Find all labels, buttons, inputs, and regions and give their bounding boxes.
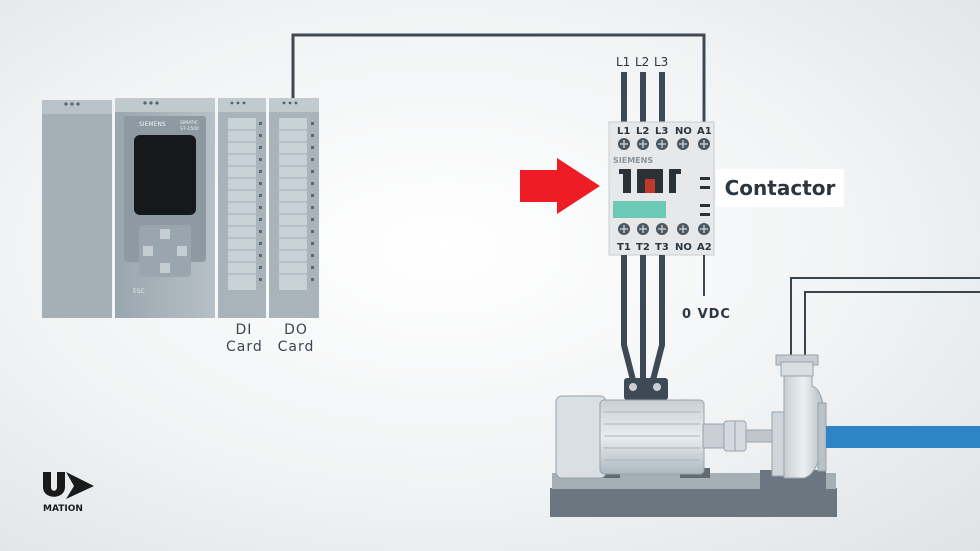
control-wire (291, 33, 706, 122)
red-arrow-icon (520, 158, 600, 214)
zero-vdc-label: 0 VDC (682, 307, 731, 322)
terminal-t1: T1 (617, 242, 631, 253)
contactor-label: Contactor (724, 176, 836, 200)
plc-model-line1: SIMATIC (180, 120, 198, 126)
supply-label-l1: L1 (616, 55, 630, 69)
terminal-no-top: NO (675, 126, 692, 137)
do-card-module (269, 98, 319, 318)
terminal-a1: A1 (697, 126, 712, 137)
plc-cpu: ESC SIEMENS SIMATIC S7-1500 (42, 98, 215, 318)
di-card-label-line2: Card (226, 339, 263, 355)
pump (760, 354, 980, 490)
terminal-l1: L1 (617, 126, 630, 137)
terminal-l3: L3 (655, 126, 668, 137)
contactor-label-box: Contactor (716, 169, 844, 207)
contactor-actuator (619, 169, 681, 193)
di-card-label-line1: DI (235, 322, 253, 338)
plc-brand: SIEMENS (139, 121, 166, 128)
plc-display (134, 135, 196, 215)
logo-subtitle: MATION (43, 504, 83, 514)
terminal-a2: A2 (697, 242, 712, 253)
supply-label-l2: L2 (635, 55, 649, 69)
plc-nav-pad (139, 225, 191, 277)
contactor: L1 L2 L3 NO A1 SIEMENS T1 T2 T3 NO A2 (608, 121, 715, 256)
terminal-t2: T2 (636, 242, 650, 253)
di-card-label: DI Card (226, 322, 262, 356)
terminal-t3: T3 (655, 242, 669, 253)
terminal-no-bottom: NO (675, 242, 692, 253)
terminal-l2: L2 (636, 126, 649, 137)
plc-model-line2: S7-1500 (180, 126, 199, 132)
supply-label-l3: L3 (654, 55, 668, 69)
water-pipe (826, 426, 980, 448)
contactor-indicator-window (613, 201, 666, 218)
di-card-module (218, 98, 266, 318)
contactor-brand: SIEMENS (613, 156, 653, 165)
motor-leads (621, 255, 665, 381)
do-card-label: DO Card (274, 322, 318, 356)
do-card-label-line1: DO (284, 322, 308, 338)
upmation-logo: MATION (43, 472, 94, 514)
plc-esc-label: ESC (133, 288, 145, 295)
supply-lines (621, 72, 665, 122)
pump-pipes (790, 277, 980, 365)
do-card-label-line2: Card (277, 339, 315, 355)
